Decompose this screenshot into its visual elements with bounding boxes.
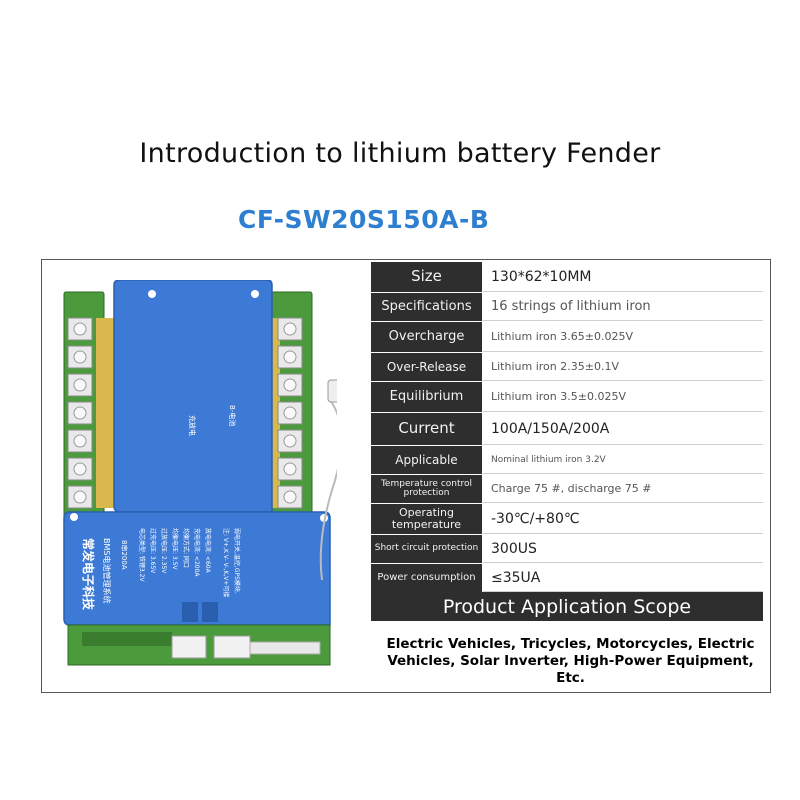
spec-value: Lithium iron 2.35±0.1V	[483, 353, 763, 381]
spec-label: Size	[371, 262, 483, 292]
spec-label: Temperature control protection	[371, 475, 483, 503]
scope-line-1: Electric Vehicles, Tricycles, Motorcycle…	[386, 636, 755, 652]
spec-value: Lithium iron 3.65±0.025V	[483, 322, 763, 352]
board-spec-line: 电芯类型: 铁锂3.2V	[138, 528, 146, 582]
terminal-screw	[283, 322, 297, 336]
model-number: CF-SW20S150A-B	[238, 205, 490, 234]
board-spec-line: 充电电流: <200A	[193, 528, 201, 577]
board-battery-label: B-电池	[228, 405, 237, 426]
terminal-screw	[73, 350, 87, 364]
terminal-screw	[73, 378, 87, 392]
terminal-screw	[283, 434, 297, 448]
spec-value: 100A/150A/200A	[483, 413, 763, 445]
terminal-screw	[283, 490, 297, 504]
spec-value: -30℃/+80℃	[483, 504, 763, 534]
bms-board-image: 充放电 B-电池 常发电子科技 BMS电池管理系统 8串200A 电芯类型: 铁…	[63, 280, 337, 666]
spec-value: 130*62*10MM	[483, 262, 763, 292]
scope-header: Product Application Scope	[371, 592, 763, 621]
board-brand-label: 常发电子科技	[81, 538, 96, 611]
terminal-screw	[283, 462, 297, 476]
board-spec-line: 均衡电压: 3.5V	[171, 528, 179, 570]
scope-line-2: Vehicles, Solar Inverter, High-Power Equ…	[387, 653, 754, 686]
scope-text: Electric Vehicles, Tricycles, Motorcycle…	[373, 636, 768, 687]
terminal-screw	[73, 406, 87, 420]
spec-value: Lithium iron 3.5±0.025V	[483, 382, 763, 412]
spec-label: Equilibrium	[371, 382, 483, 412]
spec-value: Nominal lithium iron 3.2V	[483, 446, 763, 474]
board-spec-line: 过放电压: 2.35V	[160, 528, 168, 574]
terminal-screw	[283, 378, 297, 392]
terminal-screw	[73, 462, 87, 476]
spec-label: Operating temperature	[371, 504, 483, 534]
terminal-screw	[73, 322, 87, 336]
spec-label: Power consumption	[371, 564, 483, 592]
spec-label: Short circuit protection	[371, 535, 483, 563]
board-port-line: 弱电开关,温控,GPS模块.	[233, 528, 241, 594]
board-charge-label: 充放电	[188, 415, 197, 436]
spec-row: Operating temperature-30℃/+80℃	[371, 504, 763, 535]
terminal-screw	[283, 350, 297, 364]
board-model-label: 8串200A	[120, 540, 128, 570]
spec-label: Over-Release	[371, 353, 483, 381]
board-subtitle-label: BMS电池管理系统	[102, 538, 112, 603]
spec-value: ≤35UA	[483, 564, 763, 592]
spec-label: Current	[371, 413, 483, 445]
board-spec-line: 过充电压: 3.65V	[149, 528, 157, 574]
terminal-screw	[73, 434, 87, 448]
spec-label: Specifications	[371, 293, 483, 321]
product-frame	[41, 259, 771, 693]
spec-label: Applicable	[371, 446, 483, 474]
spec-row: Power consumption≤35UA	[371, 564, 763, 593]
board-spec-line: 均衡方式: 同口	[182, 528, 190, 568]
board-port-line: 注: V+,K V- V-,K,V+可接	[222, 528, 230, 597]
spec-label: Overcharge	[371, 322, 483, 352]
terminal-screw	[283, 406, 297, 420]
spec-value: 300US	[483, 535, 763, 563]
page-title: Introduction to lithium battery Fender	[139, 138, 661, 169]
spec-value: Charge 75 #, discharge 75 #	[483, 475, 763, 503]
board-spec-line: 放电电流: <60A	[204, 528, 212, 574]
spec-value: 16 strings of lithium iron	[483, 293, 763, 321]
terminal-screw	[73, 490, 87, 504]
